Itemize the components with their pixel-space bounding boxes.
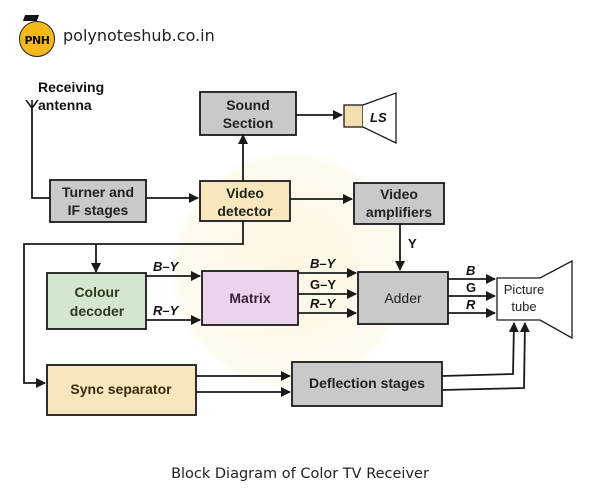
tuner-label-1: Turner and xyxy=(62,184,134,200)
signal-decoder-by: B–Y xyxy=(153,259,180,274)
signal-matrix-ry: R–Y xyxy=(310,296,337,311)
detector-branch xyxy=(23,218,244,388)
logo-badge: PNH xyxy=(19,21,55,57)
logo-text: PNH xyxy=(24,34,50,47)
picture-tube-label-2: tube xyxy=(511,299,536,314)
diagram-caption: Block Diagram of Color TV Receiver xyxy=(171,466,429,482)
block-colour-decoder: Colour decoder xyxy=(46,272,147,330)
sound-section-label-1: Sound xyxy=(226,97,270,113)
block-diagram: Receiving antenna Sound Section LS xyxy=(23,79,573,416)
colour-decoder-label-2: decoder xyxy=(70,303,125,319)
block-video-detector: Video detector xyxy=(199,180,291,222)
matrix-label: Matrix xyxy=(229,290,270,306)
adder-label: Adder xyxy=(384,290,422,306)
sync-separator-label: Sync separator xyxy=(70,381,172,397)
signal-r: R xyxy=(466,297,476,312)
picture-tube: Picture tube xyxy=(496,259,573,340)
signal-b: B xyxy=(466,263,475,278)
video-amp-label-1: Video xyxy=(380,186,418,202)
signal-decoder-ry: R–Y xyxy=(153,303,180,318)
loudspeaker: LS xyxy=(343,92,397,145)
colour-decoder-label-1: Colour xyxy=(74,284,120,300)
video-detector-label-2: detector xyxy=(217,203,273,219)
video-detector-label-1: Video xyxy=(226,185,264,201)
deflection-stages-label: Deflection stages xyxy=(309,375,425,391)
tuner-label-2: IF stages xyxy=(68,202,129,218)
speaker-magnet-icon xyxy=(343,104,364,128)
signal-matrix-gy: G–Y xyxy=(310,277,336,292)
deflection-to-tube-2 xyxy=(441,322,530,391)
block-video-amplifiers: Video amplifiers xyxy=(353,182,445,225)
signal-g: G xyxy=(466,280,476,295)
video-amp-label-2: amplifiers xyxy=(366,204,432,220)
signal-matrix-by: B–Y xyxy=(310,256,337,271)
block-matrix: Matrix xyxy=(201,270,299,326)
sound-section-label-2: Section xyxy=(223,115,274,131)
block-tuner-if: Turner and IF stages xyxy=(49,179,147,223)
antenna-to-tuner xyxy=(31,106,50,199)
speaker-cone-icon xyxy=(362,92,397,145)
block-sound-section: Sound Section xyxy=(199,91,297,136)
deflection-to-tube-1 xyxy=(441,322,519,377)
antenna-label-line1: Receiving xyxy=(38,79,104,95)
site-name[interactable]: polynoteshub.co.in xyxy=(63,26,215,45)
block-adder: Adder xyxy=(357,271,449,325)
block-deflection-stages: Deflection stages xyxy=(291,361,443,407)
picture-tube-label-1: Picture xyxy=(504,282,544,297)
picture-tube-icon xyxy=(496,259,573,340)
block-sync-separator: Sync separator xyxy=(46,364,197,416)
connectors xyxy=(23,106,530,397)
antenna-label-line2: antenna xyxy=(38,97,92,113)
loudspeaker-label: LS xyxy=(370,110,387,125)
signal-y-label: Y xyxy=(408,236,417,251)
